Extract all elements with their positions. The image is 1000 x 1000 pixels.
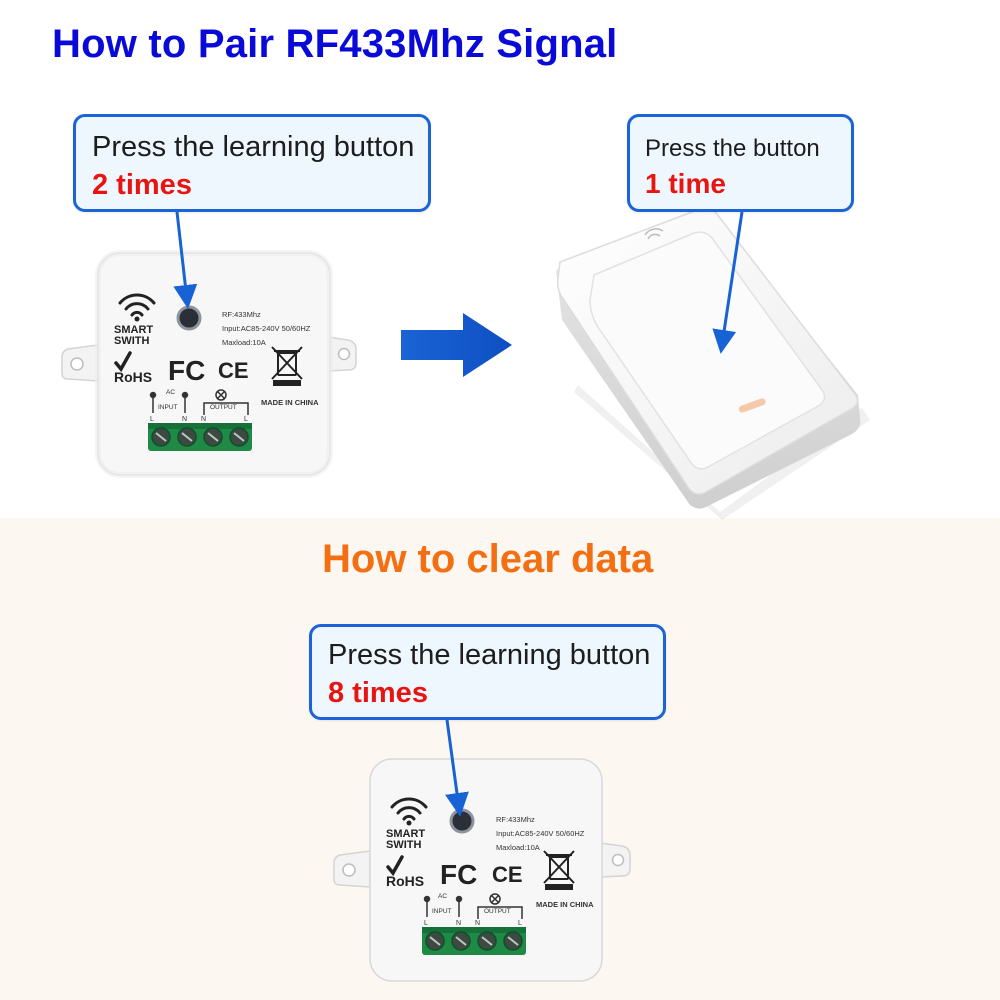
callout-text: Press the learning button <box>92 131 415 163</box>
spec-input: Input:AC85-240V 50/60HZ <box>222 324 311 333</box>
rohs-check-icon <box>114 351 132 373</box>
weee-bin-icon <box>271 346 303 386</box>
terminal-n-in: N <box>182 416 187 423</box>
callout-text: Press the learning button <box>328 639 651 671</box>
rohs-check-icon <box>386 855 404 877</box>
mounting-tab-left <box>333 850 371 888</box>
output-label: OUTPUT <box>484 908 511 915</box>
lamp-symbol-icon <box>489 893 501 905</box>
ce-mark: CE <box>492 862 523 887</box>
callout-count: 8 times <box>328 677 428 709</box>
brand-line2: SWITH <box>114 335 149 347</box>
spec-maxload: Maxload:10A <box>222 338 266 347</box>
lamp-symbol-icon <box>215 389 227 401</box>
spec-input: Input:AC85-240V 50/60HZ <box>496 829 585 838</box>
ac-label: AC <box>166 389 175 396</box>
signal-icon <box>644 228 664 240</box>
spec-rf: RF:433Mhz <box>496 815 535 824</box>
terminal-n-out: N <box>475 920 480 927</box>
spec-maxload: Maxload:10A <box>496 843 540 852</box>
pointer-arrow-pair-1 <box>173 211 198 309</box>
ce-mark: CE <box>218 358 249 383</box>
mounting-tab-right <box>599 842 631 878</box>
remote-push-button[interactable] <box>589 231 826 470</box>
spec-rf: RF:433Mhz <box>222 310 261 319</box>
mounting-tab-right <box>327 336 357 372</box>
rohs-mark: RoHS <box>386 873 424 889</box>
callout-text: Press the button <box>645 135 820 162</box>
terminal-l-in: L <box>424 920 428 927</box>
made-in-label: MADE IN CHINA <box>261 398 319 407</box>
brand-line1: SMART <box>114 324 153 336</box>
rohs-mark: RoHS <box>114 369 152 385</box>
callout-count: 2 times <box>92 169 192 201</box>
brand-line1: SMART <box>386 828 425 840</box>
callout-pair-learning: Press the learning button 2 times <box>73 114 431 212</box>
terminal-l-out: L <box>244 416 248 423</box>
wifi-icon <box>118 293 156 317</box>
callout-clear-learning: Press the learning button 8 times <box>309 624 666 720</box>
pointer-arrow-clear <box>445 719 469 817</box>
brand-line2: SWITH <box>386 839 421 851</box>
mounting-tab-left <box>61 344 99 382</box>
weee-bin-icon <box>543 850 575 890</box>
ac-label: AC <box>438 893 447 900</box>
output-label: OUTPUT <box>210 404 237 411</box>
led-indicator <box>738 398 766 413</box>
wifi-icon <box>390 797 428 821</box>
fc-mark: FC <box>168 355 205 386</box>
wiring-diagram <box>423 893 523 919</box>
pointer-arrow-pair-2 <box>712 211 744 354</box>
fc-mark: FC <box>440 859 477 890</box>
input-label: INPUT <box>432 908 452 915</box>
terminal-block <box>422 927 526 955</box>
callout-pair-remote: Press the button 1 time <box>627 114 854 212</box>
callout-count: 1 time <box>645 168 726 199</box>
wiring-diagram <box>149 389 249 415</box>
terminal-l-in: L <box>150 416 154 423</box>
input-label: INPUT <box>158 404 178 411</box>
made-in-label: MADE IN CHINA <box>536 900 594 909</box>
terminal-n-in: N <box>456 920 461 927</box>
terminal-l-out: L <box>518 920 522 927</box>
clear-section-title: How to clear data <box>322 537 654 581</box>
terminal-n-out: N <box>201 416 206 423</box>
terminal-block <box>148 423 252 451</box>
pair-section-title: How to Pair RF433Mhz Signal <box>52 22 618 66</box>
